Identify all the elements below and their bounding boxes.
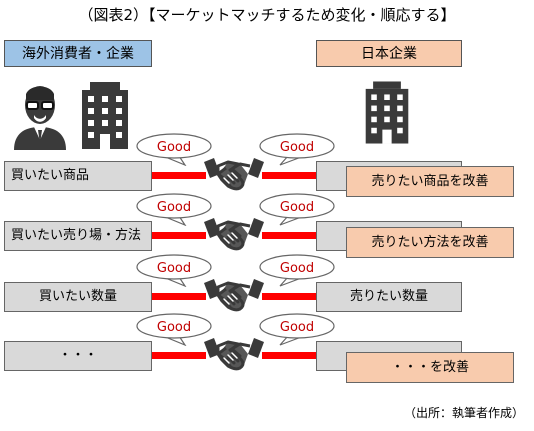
person-icon [14,86,66,150]
bubble-label: Good [157,320,191,335]
bubble-label: Good [157,200,191,215]
speech-bubble: Good [259,313,335,346]
source-note: （出所：執筆者作成） [403,406,524,420]
left-row-box: 買いたい数量 [4,282,152,312]
left-row-box: 買いたい売り場・方法 [4,221,152,251]
left-row-box: 買いたい商品 [4,161,152,191]
left-row-box: ・・・ [4,341,152,371]
bubble-label: Good [280,261,314,276]
office-building-icon [365,81,409,144]
bubble-label: Good [280,200,314,215]
bubble-label: Good [280,140,314,155]
speech-bubble: Good [136,133,212,166]
connector-bar [152,352,206,359]
right-row-box: 売りたい数量 [316,282,462,312]
connector-bar [262,352,316,359]
connector-bar [152,172,206,179]
bubble-label: Good [157,261,191,276]
speech-bubble: Good [259,193,335,226]
connector-bar [262,172,316,179]
speech-bubble: Good [136,313,212,346]
bubble-label: Good [157,140,191,155]
connector-bar [262,293,316,300]
connector-bar [152,232,206,239]
connector-bar [152,293,206,300]
connector-bar [262,232,316,239]
speech-bubble: Good [259,254,335,287]
office-building-icon [82,82,128,149]
right-row-highlight: ・・・を改善 [346,352,514,383]
header-japanese-companies: 日本企業 [316,40,462,67]
diagram-title: （図表2）【マーケットマッチするため変化・順応する】 [78,6,456,24]
speech-bubble: Good [136,254,212,287]
header-overseas-consumers: 海外消費者・企業 [4,40,152,67]
right-row-highlight: 売りたい方法を改善 [346,227,514,258]
right-row-highlight: 売りたい商品を改善 [346,166,514,197]
speech-bubble: Good [259,133,335,166]
speech-bubble: Good [136,193,212,226]
bubble-label: Good [280,320,314,335]
